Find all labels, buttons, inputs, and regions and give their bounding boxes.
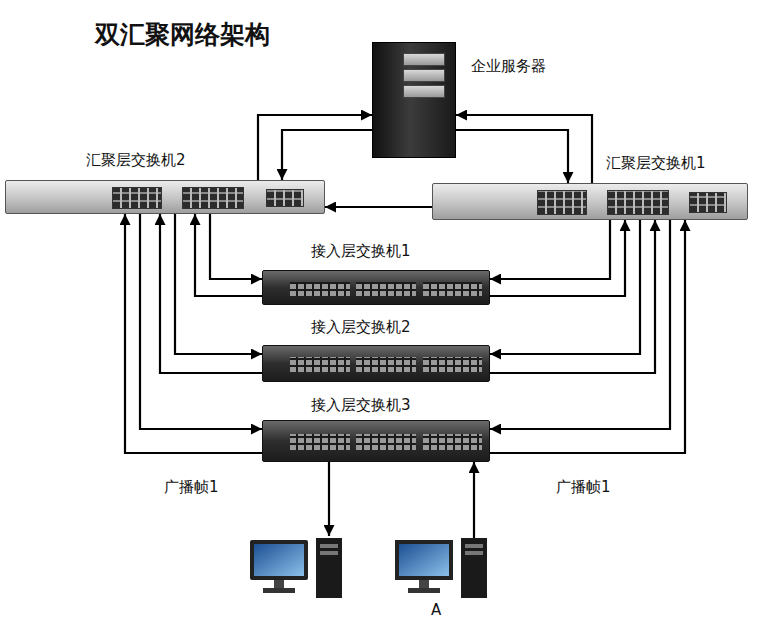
port-block [356,282,415,296]
connector-arrow [160,214,262,373]
connector-arrow [473,462,475,538]
stand-base [263,588,295,593]
node-label: 接入层交换机3 [311,396,411,414]
drive-bay [465,551,483,555]
connector-arrow [490,220,640,354]
connector-arrow [490,220,625,296]
frame-label: 广播帧1 [554,478,613,497]
drive-bay [403,85,445,98]
drive-bay [320,544,338,548]
pc-wire [328,462,330,536]
port-block [537,190,587,215]
connector-arrow [456,130,568,183]
connector-arrow [175,214,262,354]
port-block [112,187,162,209]
monitor [395,540,453,580]
connector-arrow [125,214,262,453]
connector-arrow [195,214,262,296]
connector-arrow [258,115,372,180]
switch-box: 汇聚层交换机2 [5,180,325,214]
switch-box: 汇聚层交换机1 [432,183,748,220]
connector-arrow [140,214,262,429]
screen [399,544,449,576]
port-block [689,192,727,213]
port-block [423,357,482,372]
node-label: A [431,601,441,619]
switch-box: 接入层交换机3 [262,420,490,462]
port-block [423,434,482,451]
node-label: 接入层交换机2 [311,318,411,336]
pc-tower [316,538,342,598]
pc-computer: A [395,538,490,598]
pc-computer [250,538,342,598]
pc-illustration [395,538,490,598]
connector-arrow [490,220,670,429]
switch-box: 接入层交换机1 [262,270,490,305]
server-tower: 企业服务器 [372,42,456,158]
connector-arrow [456,115,592,183]
drive-bay [403,53,445,66]
port-block [423,282,482,296]
port-block [356,357,415,372]
monitor [250,540,308,580]
connector-arrow [282,130,372,180]
connector-arrow [490,220,685,453]
node-label: 汇聚层交换机1 [606,154,706,172]
port-block [607,190,669,215]
diagram-title: 双汇聚网络架构 [95,18,270,51]
port-block [356,434,415,451]
connector-arrow [210,214,262,279]
port-block [182,187,244,209]
node-label: 接入层交换机1 [311,242,411,260]
stand-base [408,588,440,593]
connector-arrow [325,206,432,208]
stand [419,580,429,588]
drive-bay [465,544,483,548]
node-label: 汇聚层交换机2 [86,151,186,169]
port-block [290,282,349,296]
port-block [266,189,304,207]
port-block [290,434,349,451]
drive-bay [403,69,445,82]
node-label: 企业服务器 [471,57,546,75]
stand [274,580,284,588]
pc-tower [461,538,487,598]
frame-label: 广播帧1 [162,478,221,497]
port-block [290,357,349,372]
switch-box: 接入层交换机2 [262,345,490,382]
connector-arrow [490,220,610,279]
screen [254,544,304,576]
connector-arrow [490,220,655,373]
drive-bay [320,551,338,555]
